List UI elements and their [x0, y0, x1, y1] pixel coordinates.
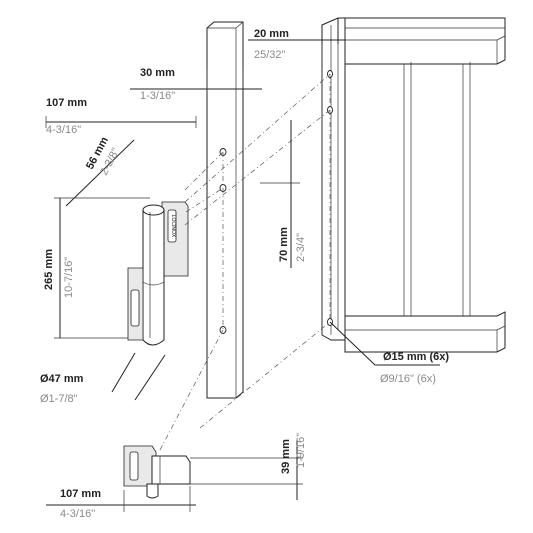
dim-hinge-height-mm: 265 mm: [43, 249, 55, 290]
brand-mark: LOCINOX: [170, 215, 176, 238]
dim-hinge-width-top-mm: 107 mm: [46, 97, 87, 109]
center-lines: [159, 73, 331, 451]
label-hinge-height: 265 mm 10-7/16": [43, 249, 75, 298]
label-top-width: 20 mm 25/32": [254, 28, 289, 61]
label-offset: 56 mm 2-3/8": [84, 135, 122, 178]
dim-post-width-mm: 30 mm: [140, 67, 175, 79]
label-hinge-width-bottom: 107 mm 4-3/16": [60, 488, 101, 520]
dim-post-width-in: 1-3/16": [140, 90, 175, 102]
label-hole-diameter: Ø15 mm (6x) Ø9/16" (6x): [380, 351, 449, 385]
dim-hole-diameter-mm: Ø15 mm (6x): [383, 351, 449, 363]
dim-hole-diameter-in: Ø9/16" (6x): [380, 373, 436, 385]
dim-barrel-diameter-mm: Ø47 mm: [40, 373, 84, 385]
dimension-lines: [45, 18, 440, 512]
label-hole-spacing: 70 mm 2-3/4": [278, 227, 307, 262]
dim-top-width-mm: 20 mm: [254, 28, 289, 40]
dim-hinge-width-bottom-in: 4-3/16": [60, 508, 95, 520]
label-bracket-height: 39 mm 1-9/16": [280, 433, 307, 474]
dim-hole-spacing-mm: 70 mm: [278, 227, 290, 262]
dim-bracket-height-mm: 39 mm: [280, 439, 292, 474]
gate-frame: [321, 17, 506, 353]
dim-bracket-height-in: 1-9/16": [295, 433, 307, 468]
dim-hinge-width-bottom-mm: 107 mm: [60, 488, 101, 500]
label-hinge-width-top: 107 mm 4-3/16": [46, 97, 87, 136]
hinge: LOCINOX: [127, 201, 189, 346]
dim-top-width-in: 25/32": [254, 49, 286, 61]
dim-barrel-diameter-in: Ø1-7/8": [40, 393, 78, 405]
label-post-width: 30 mm 1-3/16": [140, 67, 175, 102]
bottom-bracket: [123, 445, 191, 499]
dim-hinge-width-top-in: 4-3/16": [46, 124, 81, 136]
dim-hinge-height-in: 10-7/16": [63, 257, 75, 298]
label-barrel-diameter: Ø47 mm Ø1-7/8": [40, 373, 84, 405]
post: [206, 21, 244, 399]
dim-hole-spacing-in: 2-3/4": [295, 233, 307, 262]
